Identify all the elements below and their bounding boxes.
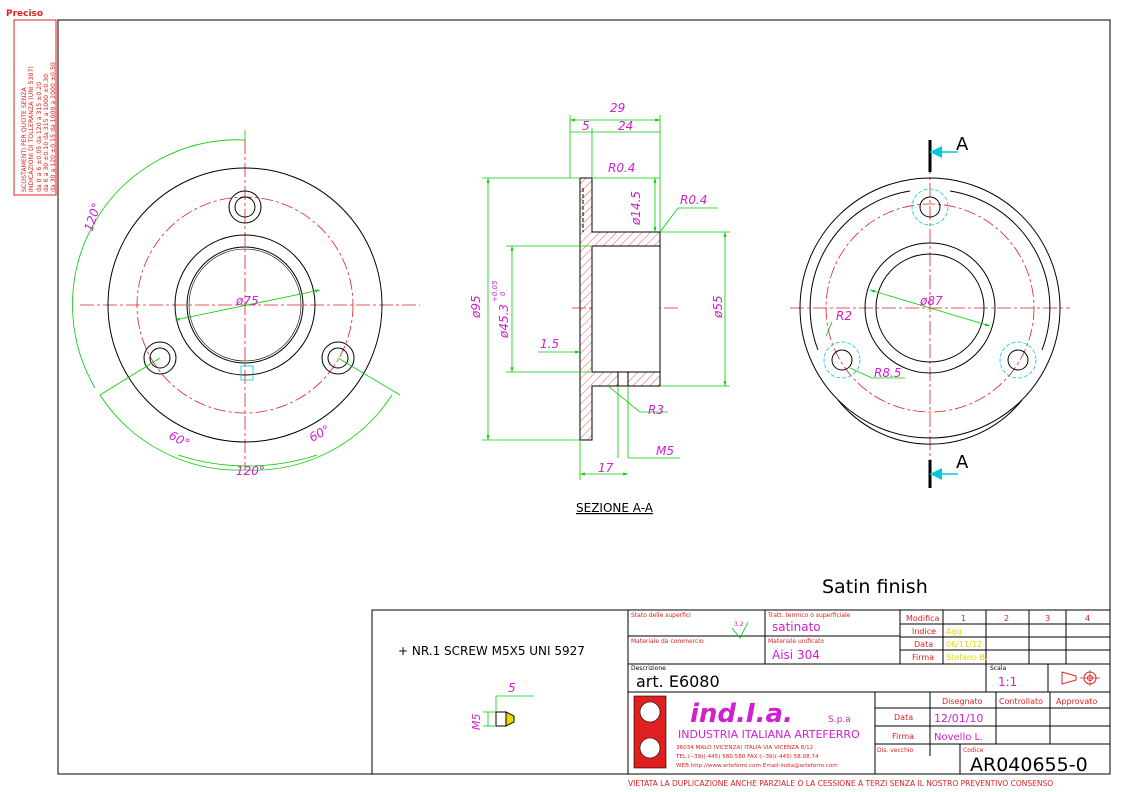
dim-5-label: 5 <box>582 119 590 133</box>
projection-symbol-icon <box>1061 670 1100 686</box>
mat-unif-value: Aisi 304 <box>772 648 820 662</box>
company-web: WEB http://www.arteferro.com Email-india… <box>676 763 838 769</box>
cut-label-top: A <box>956 134 969 155</box>
tolerance-row-3: da 30 a 120 ±0.15 da 1000 a 2000 ±0.50 <box>50 62 57 192</box>
descr-label: Descrizione <box>631 665 666 672</box>
indice-1-value: Agg. <box>946 627 964 636</box>
tolerance-header-1: SCOSTAMENTI PER QUOTE SENZA <box>21 86 28 192</box>
dia-45-3-label: ø45.3 <box>497 304 511 339</box>
disegnato-label: Disegnato <box>942 697 983 706</box>
mat-comm-label: Materiale da commercio <box>631 638 704 645</box>
company-name: INDUSTRIA ITALIANA ARTEFERRO <box>678 728 860 741</box>
section-view: 29 5 24 R0.4 ø14.5 R0.4 ø95 ø45.3 +0.05 … <box>469 101 730 515</box>
data-label: Data <box>914 640 933 649</box>
dim-17-label: 17 <box>598 461 614 475</box>
codice-value: AR040655-0 <box>970 754 1088 776</box>
dia-87-label: ø87 <box>919 294 943 308</box>
front-view-left: ø75 120° 60° 60° 120° <box>72 130 420 478</box>
screw-m5-label: M5 <box>470 714 483 731</box>
title-block <box>627 609 1111 775</box>
title-block-text: Stato delle superfici 3.2 Tratt. termico… <box>631 612 1100 776</box>
m5-label: M5 <box>656 444 674 458</box>
company-address: 36034 MALO (VICENZA) ITALIA VIA VICENZA … <box>676 745 813 751</box>
tratt-label: Tratt. termico o superficiale <box>767 612 851 619</box>
firma-label: Firma <box>912 653 934 662</box>
data-row-value: 12/01/10 <box>934 712 983 725</box>
company-logo-text: ind.I.a. <box>690 699 793 729</box>
angle-120-top-label: 120° <box>82 201 104 233</box>
r04-top-label: R0.4 <box>608 161 635 175</box>
company-suffix: S.p.a <box>828 715 851 725</box>
tol-upper-label: +0.05 <box>491 280 499 302</box>
company-logo-icon <box>633 695 667 769</box>
firma-row-value: Novello L. <box>934 732 983 743</box>
dis-vecchio-label: Dis. vecchio <box>877 747 914 754</box>
angle-60-left-label: 60° <box>167 428 192 450</box>
cut-label-bottom: A <box>956 452 969 473</box>
controllato-label: Controllato <box>999 697 1043 706</box>
mod-col-2: 2 <box>1004 614 1009 623</box>
r3-label: R3 <box>648 403 664 417</box>
finish-note: Satin finish <box>822 576 928 598</box>
data-1-value: 06/11/12 <box>946 640 982 649</box>
firma-1-value: Stefano B. <box>946 653 987 662</box>
angle-120-bottom-label: 120° <box>236 464 265 478</box>
firma-row-label: Firma <box>892 732 914 741</box>
stato-label: Stato delle superfici <box>631 612 691 619</box>
descr-value: art. E6080 <box>636 672 720 691</box>
r8-5-label: R8.5 <box>874 366 901 380</box>
r2-label: R2 <box>836 309 852 323</box>
section-title: SEZIONE A-A <box>576 501 654 515</box>
scala-value: 1:1 <box>998 675 1017 689</box>
dim-1-5-label: 1.5 <box>540 337 559 351</box>
mat-unif-label: Materiale unificato <box>768 638 824 645</box>
codice-label: Codice <box>963 747 984 754</box>
mod-col-3: 3 <box>1045 614 1050 623</box>
dim-24-label: 24 <box>618 119 633 133</box>
roughness-value: 3.2 <box>734 621 744 628</box>
page-label: Preciso <box>6 9 43 19</box>
approvato-label: Approvato <box>1056 697 1097 706</box>
dia-55-label: ø55 <box>711 295 725 319</box>
company-phones: TEL.(--39)(-445) 580.580 FAX (--39)(-445… <box>675 754 819 760</box>
screw-dim-5-label: 5 <box>508 681 516 695</box>
dim-29-label: 29 <box>610 101 625 115</box>
modifica-label: Modifica <box>906 614 940 623</box>
mod-col-4: 4 <box>1085 614 1090 623</box>
indice-label: Indice <box>912 627 936 636</box>
parts-note: + NR.1 SCREW M5X5 UNI 5927 <box>398 644 585 658</box>
dia-95-label: ø95 <box>469 295 483 319</box>
dia-14-5-label: ø14.5 <box>629 191 643 226</box>
front-view-right: ø87 R2 R8.5 A A <box>790 134 1070 488</box>
parts-list-box: + NR.1 SCREW M5X5 UNI 5927 5 M5 <box>371 609 629 775</box>
r04-right-label: R0.4 <box>680 193 707 207</box>
tratt-value: satinato <box>772 620 821 634</box>
tol-lower-label: 0 <box>499 291 507 296</box>
scala-label: Scala <box>990 665 1006 672</box>
tolerance-row-2: da 6 a 30 ±0.10 da 315 a 1000 ±0.30 <box>43 74 50 192</box>
footer-notice: VIETATA LA DUPLICAZIONE ANCHE PARZIALE O… <box>628 779 1053 788</box>
tolerance-row-1: da 0 a 6 ±0.05 da 120 a 315 ±0.20 <box>36 82 43 192</box>
mod-col-1: 1 <box>961 614 966 623</box>
tolerance-table: SCOSTAMENTI PER QUOTE SENZA INDICAZIONI … <box>13 19 57 196</box>
tolerance-header-2: INDICAZIONI DI TOLLERANZA (UNI 5307) <box>28 66 35 192</box>
dia-75-label: ø75 <box>235 294 259 308</box>
data-row-label: Data <box>894 713 913 722</box>
